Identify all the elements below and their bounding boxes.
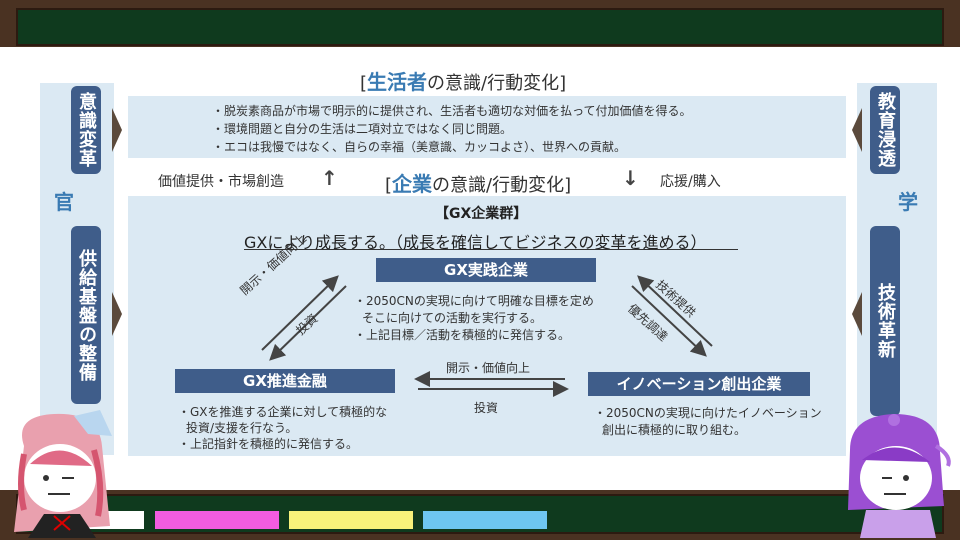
character-left [14,410,112,538]
company-title: [企業の意識/行動変化] [385,172,572,196]
arrow-practice-to-innovation [631,285,707,357]
chalk-pink [155,511,279,529]
label-disclosure-value-up-bottom: 開示・価値向上 [446,361,531,375]
chevron-right-icon [112,292,122,336]
group-underline [244,249,738,250]
gx-group-name: 【GX企業群】 [435,206,528,222]
down-arrow-icon: ↓ [622,166,639,190]
chalkboard-top-surface [16,8,944,46]
company-box [128,196,846,456]
gx-group-description: GXにより成長する。（成長を確信してビジネスの変革を進める） [244,233,707,252]
innovation-header: イノベーション創出企業 [588,372,810,396]
consumer-bullet: ・脱炭素商品が市場で明示的に提供され、生活者も適切な対価を払って付加価値を得る。 [212,104,692,118]
consumer-box [128,96,846,158]
chalk-blue [423,511,547,529]
consumer-bullet: ・環境問題と自分の生活は二項対立ではなく同じ問題。 [212,122,513,136]
arrow-practice-to-finance [269,285,347,361]
consumer-title: [生活者の意識/行動変化] [360,70,567,94]
finance-line: 投資/支援を行なう。 [186,421,298,435]
innovation-line: 創出に積極的に取り組む。 [602,423,747,437]
arrow-finance-to-practice [261,275,339,351]
arrow-innovation-to-practice [637,275,713,347]
chalk-yellow [289,511,413,529]
gx-finance-header: GX推進金融 [175,369,395,393]
label-education: 教育浸透 [870,86,900,174]
finance-line: ・GXを推進する企業に対して積極的な [178,405,388,419]
value-provision-text: 価値提供・市場創造 [158,174,284,190]
label-government: 官 [54,190,74,214]
finance-line: ・上記指針を積極的に発信する。 [178,437,359,451]
consumer-bullet: ・エコは我慢ではなく、自らの幸福（美意識、カッコよさ）、世界への貢献。 [212,140,627,154]
chevron-right-icon [112,108,122,152]
support-purchase-text: 応援/購入 [660,174,721,190]
up-arrow-icon: ↑ [321,166,338,190]
label-supply-base: 供給基盤の整備 [71,226,101,404]
label-investment-bottom: 投資 [474,401,499,415]
chevron-left-icon [852,292,862,336]
label-awareness-reform: 意識変革 [71,86,101,174]
practice-line: そこに向けての活動を実行する。 [362,311,543,325]
chalkboard-top [0,0,960,47]
practice-line: ・2050CNの実現に向けて明確な目標を定め [354,294,594,308]
chevron-left-icon [852,108,862,152]
practice-line: ・上記目標／活動を積極的に発信する。 [354,328,571,342]
gx-practice-header: GX実践企業 [376,258,596,282]
innovation-line: ・2050CNの実現に向けたイノベーション [594,406,822,420]
label-tech-innovation: 技術革新 [870,226,900,416]
label-academia: 学 [898,190,918,214]
character-right [848,414,951,538]
